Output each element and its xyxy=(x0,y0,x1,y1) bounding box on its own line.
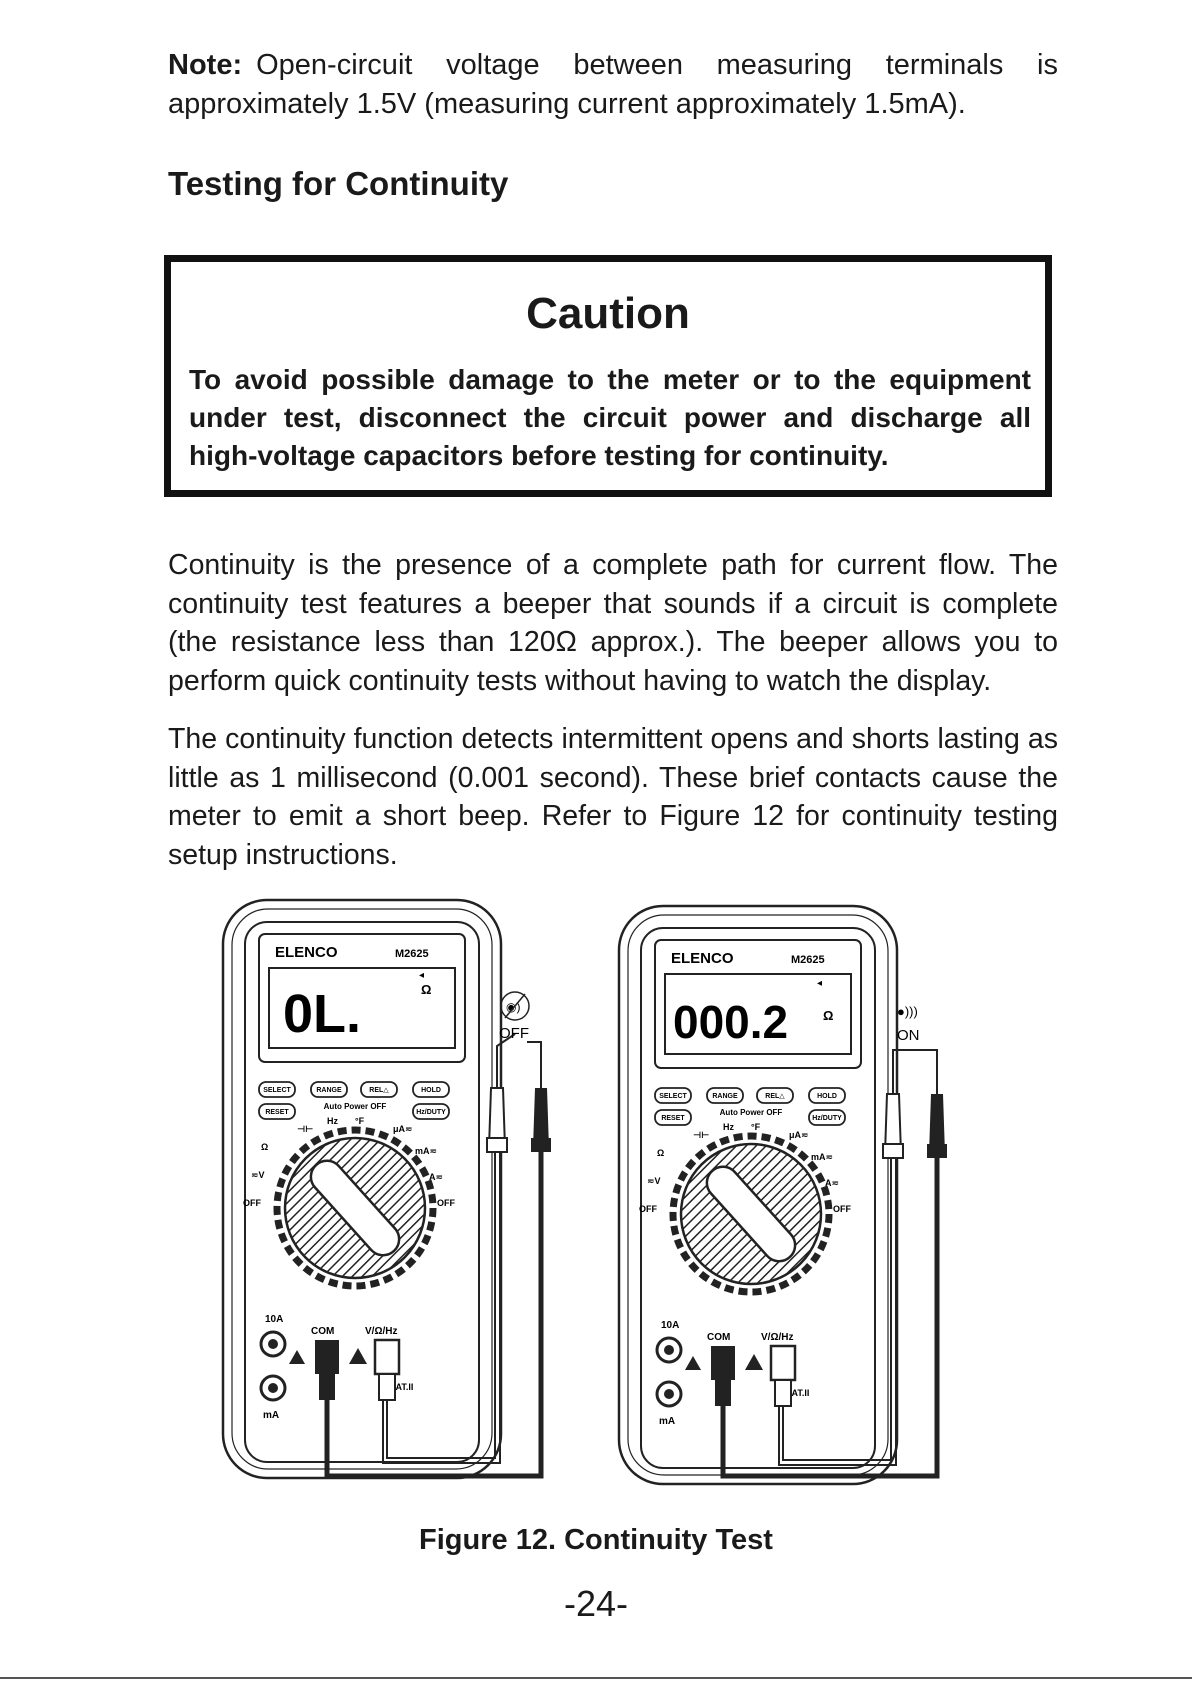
meter-2-dial-cap: ⊣⊢ xyxy=(693,1130,709,1140)
meter-2-button-hz-duty: Hz/DUTY xyxy=(812,1115,842,1122)
note-label: Note: xyxy=(168,49,243,81)
meter-2-jack-10a-label: 10A xyxy=(661,1320,679,1331)
meter-2-speaker-icon: ●))) xyxy=(897,1004,918,1019)
note-text: Open-circuit voltage between measuring t… xyxy=(168,49,1058,120)
meter-1-button-hz-duty: Hz/DUTY xyxy=(416,1109,446,1116)
meter-2-beep-icon: ◂ xyxy=(817,978,822,989)
meter-2: ELENCO M2625 000.2 Ω ◂ SELECT RANGE REL△… xyxy=(617,904,947,1486)
section-title: Testing for Continuity xyxy=(168,165,509,202)
meter-1-button-rel: REL△ xyxy=(369,1087,389,1094)
body-paragraph-1: Continuity is the presence of a complete… xyxy=(168,549,1058,697)
meter-1: ELENCO M2625 0L. Ω ◂ SELECT RANGE REL△ H… xyxy=(221,898,551,1480)
meter-2-dial-hz: Hz xyxy=(723,1122,734,1132)
meter-1-dial-a: A≂ xyxy=(429,1172,443,1182)
meter-1-jack-com-label: COM xyxy=(311,1326,334,1337)
caution-text: To avoid possible damage to the meter or… xyxy=(189,364,1031,471)
figure-caption: Figure 12. Continuity Test xyxy=(419,1524,773,1556)
body-paragraph-2: The continuity function detects intermit… xyxy=(168,723,1058,871)
meter-1-dial-v: ≂V xyxy=(251,1170,265,1180)
meter-1-reading: 0L. xyxy=(283,984,361,1044)
meter-2-reading: 000.2 xyxy=(673,996,788,1048)
meter-1-jack-10a-label: 10A xyxy=(265,1314,283,1325)
meter-2-button-select: SELECT xyxy=(659,1093,687,1100)
meter-2-dial-a: A≂ xyxy=(825,1178,839,1188)
meter-2-dial-v: ≂V xyxy=(647,1176,661,1186)
bottom-divider xyxy=(0,1677,1192,1679)
meter-2-auto-power: Auto Power OFF xyxy=(720,1108,783,1117)
meter-2-dial-temp: °F xyxy=(751,1122,761,1132)
meter-1-beep-icon: ◂ xyxy=(419,970,424,981)
meter-2-dial-off-left: OFF xyxy=(639,1204,657,1214)
meter-2-brand: ELENCO xyxy=(671,950,734,967)
meter-1-dial-off-left: OFF xyxy=(243,1198,261,1208)
meter-1-auto-power: Auto Power OFF xyxy=(324,1102,387,1111)
meter-1-dial-temp: °F xyxy=(355,1116,365,1126)
meter-1-dial-cap: ⊣⊢ xyxy=(297,1124,313,1134)
figure-illustration: ELENCO M2625 0L. Ω ◂ SELECT RANGE REL△ H… xyxy=(221,898,947,1486)
meter-1-dial-off-right: OFF xyxy=(437,1198,455,1208)
figure-continuity-test: ELENCO M2625 0L. Ω ◂ SELECT RANGE REL△ H… xyxy=(215,888,995,1508)
meter-2-button-hold: HOLD xyxy=(817,1093,837,1100)
meter-1-dial-ohm: Ω xyxy=(261,1142,268,1152)
meter-1-dial-hz: Hz xyxy=(327,1116,338,1126)
meter-2-dial-ma: mA≂ xyxy=(811,1152,833,1162)
meter-2-dial-ua: μA≂ xyxy=(789,1130,809,1140)
meter-1-dial-ua: μA≂ xyxy=(393,1124,413,1134)
meter-1-brand: ELENCO xyxy=(275,944,338,961)
caution-title: Caution xyxy=(526,289,690,338)
meter-2-dial-off-right: OFF xyxy=(833,1204,851,1214)
meter-1-dial-ma: mA≂ xyxy=(415,1146,437,1156)
caution-box: Caution To avoid possible damage to the … xyxy=(164,255,1052,497)
meter-2-dial-ohm: Ω xyxy=(657,1148,664,1158)
page-number: -24- xyxy=(563,1583,629,1624)
meter-2-jack-com-label: COM xyxy=(707,1332,730,1343)
meter-2-jack-vohm-label: V/Ω/Hz xyxy=(761,1332,793,1343)
meter-2-button-reset: RESET xyxy=(661,1115,685,1122)
meter-1-model: M2625 xyxy=(395,948,429,960)
meter-1-button-range: RANGE xyxy=(316,1087,342,1094)
meter-2-button-range: RANGE xyxy=(712,1093,738,1100)
meter-1-unit: Ω xyxy=(421,982,431,997)
meter-1-cat-label: CAT.II xyxy=(389,1382,413,1392)
meter-2-jack-ma-label: mA xyxy=(659,1416,675,1427)
meter-1-button-hold: HOLD xyxy=(421,1087,441,1094)
meter-1-button-reset: RESET xyxy=(265,1109,289,1116)
meter-2-unit: Ω xyxy=(823,1008,833,1023)
meter-1-jack-vohm-label: V/Ω/Hz xyxy=(365,1326,397,1337)
meter-1-jack-ma-label: mA xyxy=(263,1410,279,1421)
meter-2-cat-label: CAT.II xyxy=(785,1388,809,1398)
meter-1-switch-state: OFF xyxy=(499,1025,529,1042)
meter-2-model: M2625 xyxy=(791,954,825,966)
meter-2-switch-state: ON xyxy=(897,1027,920,1044)
meter-1-button-select: SELECT xyxy=(263,1087,291,1094)
meter-2-button-rel: REL△ xyxy=(765,1093,785,1100)
note-paragraph: Note:Open-circuit voltage between measur… xyxy=(168,46,1058,124)
